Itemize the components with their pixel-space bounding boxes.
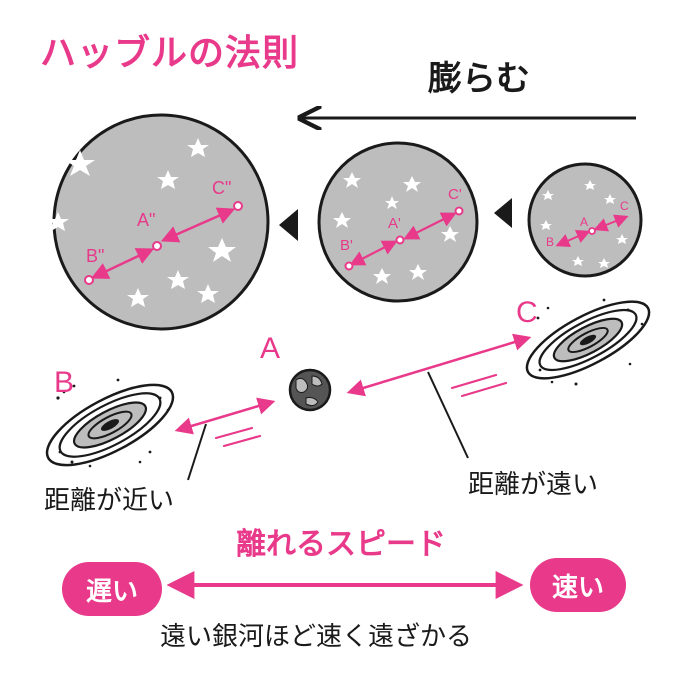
triangle-left-icon xyxy=(494,198,512,228)
point-b-label: B xyxy=(54,366,75,399)
galaxy-dust xyxy=(536,298,644,386)
page-title: ハッブルの法則 xyxy=(40,33,300,74)
speed-label: 離れるスピード xyxy=(236,527,446,562)
sphere-small: B A C xyxy=(527,162,643,278)
label-b-prime: B' xyxy=(340,237,353,254)
star-icons xyxy=(540,180,628,268)
galaxy-dust xyxy=(56,378,170,468)
speed-lines xyxy=(214,373,508,448)
star-icons xyxy=(47,138,236,307)
distance-far-label: 距離が遠い xyxy=(468,470,599,500)
velocity-arrow-far xyxy=(346,333,532,397)
pointer-line-near xyxy=(187,423,207,481)
galaxy-b-icon xyxy=(45,383,175,467)
expansion-label: 膨らむ xyxy=(428,59,530,99)
label-c-small: C xyxy=(620,199,629,213)
label-a-double-prime: A" xyxy=(137,210,155,230)
summary-caption: 遠い銀河ほど速く遠ざかる xyxy=(160,622,473,652)
point-c-label: C xyxy=(516,296,538,329)
galaxy-a-icon xyxy=(288,368,332,412)
label-a-prime: A' xyxy=(388,215,401,232)
star-icons xyxy=(333,172,459,284)
fast-badge: 速い xyxy=(530,558,626,612)
pointer-line-far xyxy=(427,371,469,459)
sphere-medium: B' A' C' xyxy=(317,141,479,303)
label-b-small: B xyxy=(546,235,554,249)
galaxy-c-icon xyxy=(525,300,651,380)
label-c-double-prime: C" xyxy=(212,178,231,198)
slow-badge: 遅い xyxy=(62,562,162,616)
triangle-left-icon xyxy=(279,209,298,241)
sphere-large: B" A" C" xyxy=(47,113,270,331)
velocity-arrow-near xyxy=(174,397,276,435)
distance-near-label: 距離が近い xyxy=(44,486,175,516)
label-c-prime: C' xyxy=(448,186,462,203)
label-a-small: A xyxy=(580,215,588,229)
point-a-label: A xyxy=(260,332,281,365)
label-b-double-prime: B" xyxy=(86,246,104,266)
